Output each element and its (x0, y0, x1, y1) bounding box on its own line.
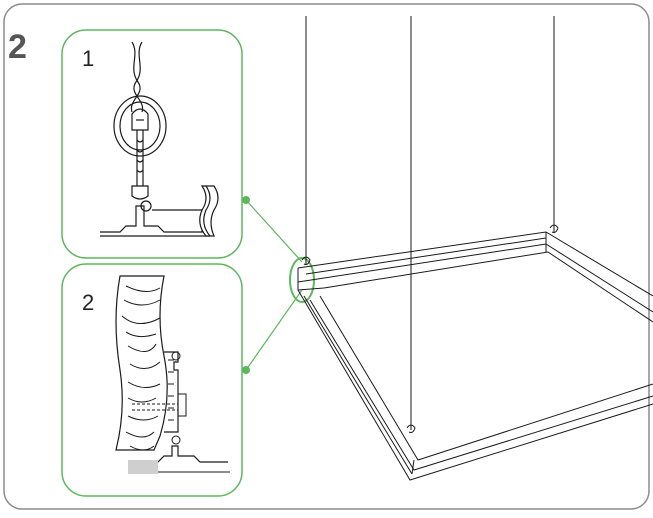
frame-outline (297, 231, 653, 481)
profile-section-detail-icon (115, 275, 230, 474)
detail-box-1 (61, 29, 243, 259)
detail-1-label: 1 (82, 46, 95, 71)
suspension-cables (305, 16, 555, 430)
cable-hooks (301, 224, 559, 433)
outer-frame (3, 3, 650, 510)
connector-dot-bottom (242, 366, 250, 374)
wire-hook-detail-icon (100, 41, 219, 237)
detail-2-label: 2 (82, 290, 95, 315)
step-number: 2 (8, 28, 27, 66)
connector-lines (245, 199, 303, 371)
connector-dot-top (242, 196, 250, 204)
